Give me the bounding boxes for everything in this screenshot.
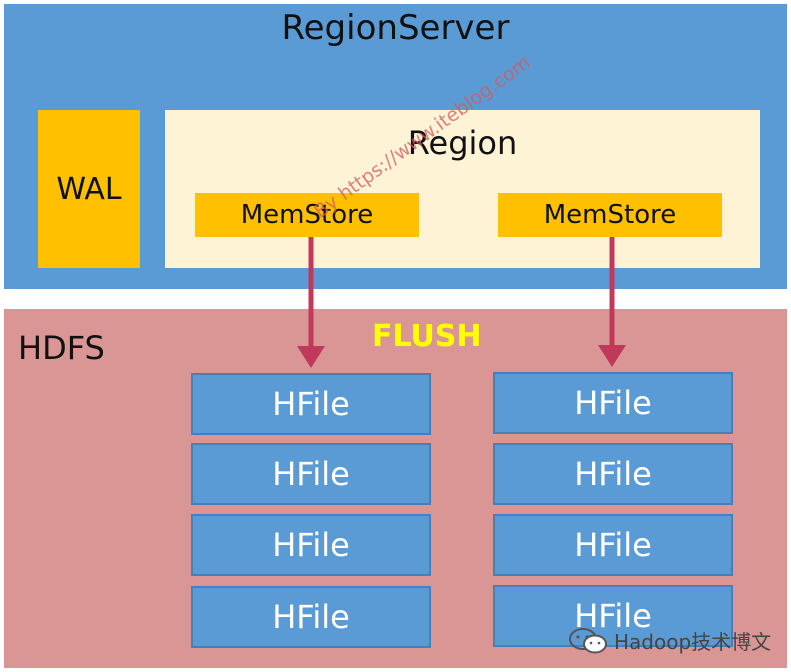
hfile-label: HFile — [574, 526, 652, 564]
hfile-label: HFile — [574, 455, 652, 493]
wal-box: WAL — [38, 110, 140, 268]
hfile-box: HFile — [493, 372, 733, 434]
hfile-box: HFile — [191, 373, 431, 435]
memstore-box-1: MemStore — [195, 193, 419, 237]
wechat-icon — [569, 627, 607, 653]
memstore-label: MemStore — [543, 200, 677, 230]
brand-text: Hadoop技术博文 — [614, 630, 772, 654]
memstore-label: MemStore — [240, 200, 374, 230]
hfile-label: HFile — [272, 455, 350, 493]
hfile-box: HFile — [493, 514, 733, 576]
hfile-label: HFile — [574, 384, 652, 422]
wal-label: WAL — [56, 171, 122, 207]
hfile-box: HFile — [191, 586, 431, 648]
hfile-box: HFile — [493, 443, 733, 505]
regionserver-panel: RegionServer WAL Region MemStore MemStor… — [4, 4, 787, 289]
hfile-box: HFile — [493, 585, 733, 647]
hfile-label: HFile — [272, 598, 350, 636]
hdfs-label: HDFS — [18, 329, 105, 367]
hfile-label: HFile — [272, 526, 350, 564]
region-box: Region MemStore MemStore — [165, 110, 760, 268]
region-title: Region — [407, 124, 518, 162]
hdfs-panel: HDFS FLUSH HFile HFile HFile HFile HFile… — [4, 309, 787, 668]
memstore-box-2: MemStore — [498, 193, 722, 237]
regionserver-title: RegionServer — [281, 8, 510, 48]
brand-badge: Hadoop技术博文 — [568, 626, 771, 655]
hfile-label: HFile — [272, 385, 350, 423]
hfile-box: HFile — [191, 514, 431, 576]
hfile-box: HFile — [191, 443, 431, 505]
flush-label: FLUSH — [372, 319, 482, 354]
